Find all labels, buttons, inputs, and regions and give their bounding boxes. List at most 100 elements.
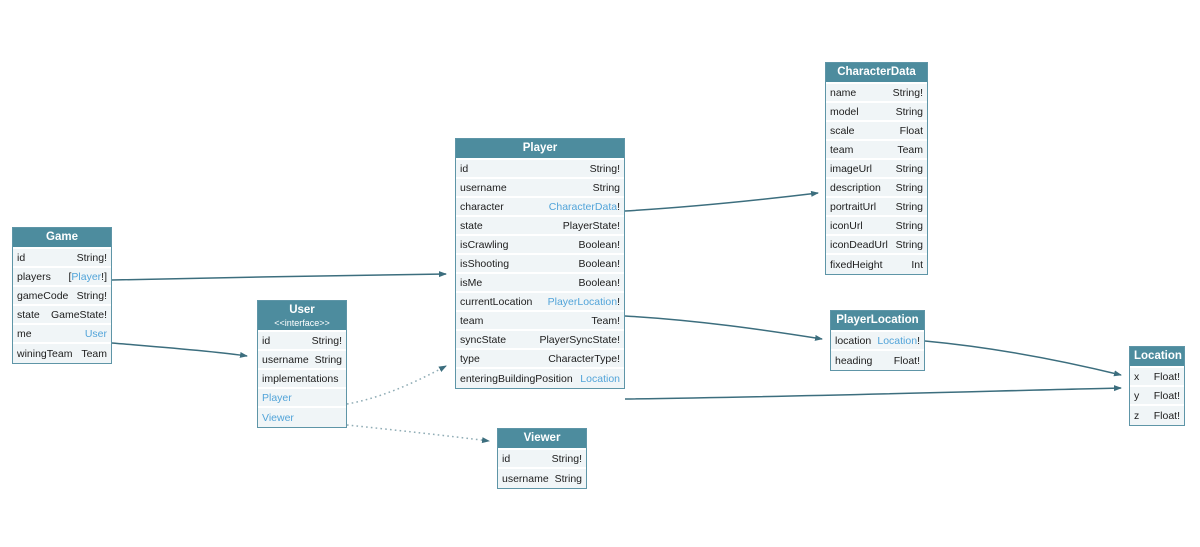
type-link[interactable]: CharacterData: [548, 200, 618, 213]
field-name: fixedHeight: [830, 258, 883, 271]
field-name: id: [502, 452, 511, 465]
table-subtitle: <<interface>>: [274, 318, 330, 328]
field-type: [Player!]: [68, 270, 107, 283]
table-user-header[interactable]: User <<interface>>: [258, 301, 346, 332]
field-type: Float!: [1153, 370, 1180, 383]
field-row-characterdata-team[interactable]: team Team: [826, 141, 927, 160]
field-type: CharacterType!: [548, 352, 620, 365]
field-row-user-implementations[interactable]: implementations: [258, 370, 346, 389]
field-type: String: [895, 181, 923, 194]
field-name: imageUrl: [830, 162, 873, 175]
type-link[interactable]: PlayerLocation: [547, 295, 618, 308]
table-player-header[interactable]: Player: [456, 139, 624, 160]
field-row-player-username[interactable]: username String: [456, 179, 624, 198]
field-name: currentLocation: [460, 295, 533, 308]
table-viewer-header[interactable]: Viewer: [498, 429, 586, 450]
type-link[interactable]: Player: [262, 391, 292, 404]
field-type: CharacterData!: [548, 200, 620, 213]
table-characterdata-header[interactable]: CharacterData: [826, 63, 927, 84]
type-link[interactable]: User: [84, 327, 107, 340]
field-type: Int: [911, 258, 923, 271]
table-playerlocation-header[interactable]: PlayerLocation: [831, 311, 924, 332]
field-name: username: [460, 181, 507, 194]
table-title: PlayerLocation: [836, 314, 919, 326]
field-type: User: [85, 328, 107, 340]
field-row-viewer-id[interactable]: id String!: [498, 450, 586, 469]
field-name: state: [460, 219, 483, 232]
field-type: String: [592, 181, 620, 194]
field-row-game-players[interactable]: players [Player!]: [13, 268, 111, 287]
type-link[interactable]: Player: [71, 270, 102, 283]
field-type: String!: [76, 251, 107, 264]
field-name: scale: [830, 124, 855, 137]
edge-user-viewer-to-viewer: [346, 424, 490, 444]
field-name: id: [262, 334, 271, 347]
field-type: String: [895, 200, 923, 213]
field-name: team: [830, 143, 854, 156]
field-type: PlayerSyncState!: [539, 333, 620, 346]
field-type: Boolean!: [578, 276, 620, 289]
field-name: location: [835, 334, 872, 347]
field-type: String: [554, 472, 582, 485]
field-row-user-viewer[interactable]: Viewer: [258, 408, 346, 427]
type-link[interactable]: Viewer: [262, 411, 294, 424]
field-name: isShooting: [460, 257, 510, 270]
table-game-header[interactable]: Game: [13, 228, 111, 249]
field-name: iconDeadUrl: [830, 238, 888, 251]
field-type: String!: [551, 452, 582, 465]
field-row-characterdata-imageurl[interactable]: imageUrl String: [826, 160, 927, 179]
type-link[interactable]: Location: [877, 334, 918, 347]
field-type: String!: [892, 86, 923, 99]
type-link[interactable]: Location: [580, 372, 620, 385]
field-row-characterdata-fixedheight[interactable]: fixedHeight Int: [826, 255, 927, 274]
field-name: players: [17, 270, 51, 283]
field-row-user-player[interactable]: Player: [258, 389, 346, 408]
field-name: iconUrl: [830, 219, 863, 232]
field-type: String: [895, 162, 923, 175]
field-type: Team: [897, 143, 923, 156]
table-location-header[interactable]: Location: [1130, 347, 1184, 368]
field-name: state: [17, 308, 40, 321]
